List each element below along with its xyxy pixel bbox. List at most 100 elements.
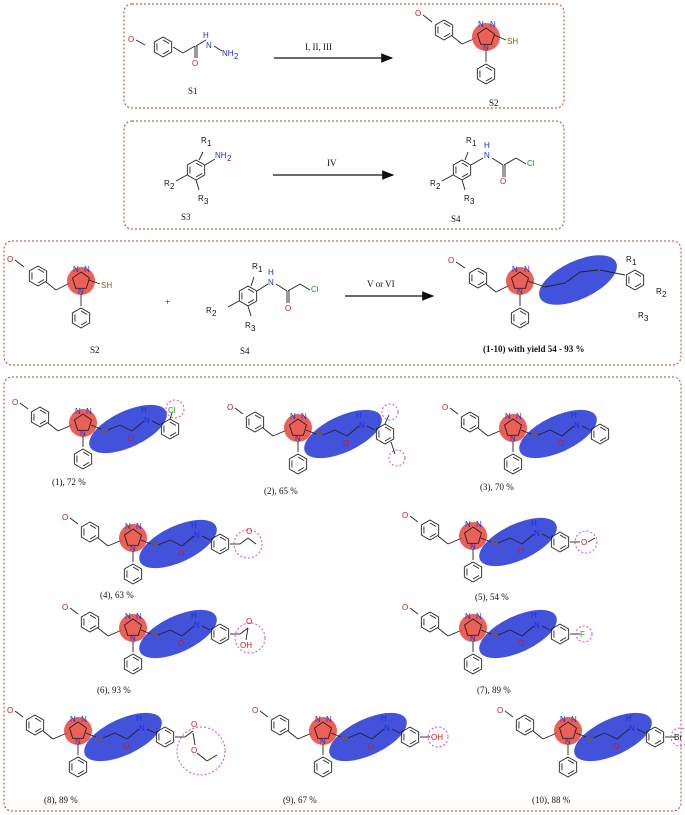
atom-sub-1: 1 [472,139,477,148]
atom-n: N [571,715,577,724]
box-step3 [3,240,682,366]
label-s4: S4 [451,214,461,224]
atom-n: N [483,43,489,52]
atom-o: O [368,742,374,751]
substituent-circle [381,403,399,421]
substituent-circle [165,399,185,419]
triazole-highlight [67,267,95,295]
atom-h: H [191,521,197,530]
benzene-ring [400,726,420,748]
atom-n: N [510,434,516,443]
atom-o: O [7,255,13,264]
atom-n: N [560,715,566,724]
atom-o: O [246,617,252,626]
substituent-circle [176,726,226,776]
atom-r2: R [656,287,662,296]
triazole-highlight [472,23,500,51]
atom-n: N [534,529,540,538]
structure-product-general: O N N N R 1 R 2 R 3 [448,255,667,329]
triazole-highlight [69,409,97,437]
atom-sub-1: 1 [632,258,637,267]
atom-n: N [512,265,518,274]
atom-o: O [7,706,13,715]
atom-sub-2: 2 [170,182,175,191]
atom-n: N [136,612,142,621]
atom-n: N [84,265,90,274]
atom-n: N [465,520,471,529]
compound-label: (10), 88 % [532,795,571,805]
atom-o: O [497,706,503,715]
benzene-ring [590,423,610,445]
atom-sh: SH [507,37,518,46]
compound-label: (2), 65 % [264,486,298,496]
atom-o: O [246,527,252,536]
atom-n: N [505,412,511,421]
structure-s3: R 1 NH 2 R 2 R 3 [164,136,232,206]
atom-r2: R [430,179,436,188]
benzene-ring [515,714,535,736]
atom-nh2: NH [222,49,234,58]
atom-n: N [320,737,326,746]
compound-label: (1), 72 % [52,477,86,487]
benzene-ring [550,531,570,553]
triazole-highlight [309,717,337,745]
benzene-ring [210,533,230,555]
atom-o: O [191,720,197,729]
atom-sub-2: 2 [662,290,667,299]
atom-h: H [626,714,632,723]
atom-r1: R [201,136,207,145]
atom-n: N [290,412,296,421]
atom-h: H [484,141,490,150]
atom-n: N [516,412,522,421]
benzene-ring [375,423,395,445]
atom-h: H [531,519,537,528]
triazole-highlight [459,522,487,550]
atom-o: O [252,706,258,715]
plus-sign: + [165,297,170,307]
benzene-ring [25,714,45,736]
atom-sub-2: 2 [212,309,217,318]
compound-label: (7), 89 % [477,685,511,695]
atom-o: O [12,398,18,407]
atom-h: H [191,611,197,620]
atom-n: N [70,715,76,724]
atom-r2: R [164,179,170,188]
conditions-step3: V or VI [367,279,395,289]
atom-o: O [123,742,129,751]
conditions-step1: I, II, III [305,42,332,52]
atom-o: O [558,439,564,448]
atom-n: N [268,278,274,287]
atom-sub-1: 1 [207,139,212,148]
benzene-ring [123,653,143,675]
atom-o: O [500,177,506,186]
benzene-ring [313,756,333,778]
atom-n: N [73,265,79,274]
atom-o: O [442,403,448,412]
benzene-ring [420,519,440,541]
atom-o: O [285,304,291,313]
atom-n: N [476,612,482,621]
benzene-ring [155,726,175,748]
substituent-circle [427,726,449,748]
benzene-ring [270,714,290,736]
compound-label: (8), 89 % [44,795,78,805]
atom-o: O [518,547,524,556]
atom-r1: R [466,136,472,145]
structure-s1: O O H N NH 2 [128,31,239,68]
atom-r3: R [245,321,251,330]
atom-s: S [532,431,537,440]
triazole-highlight [284,414,312,442]
atom-cl: Cl [168,406,176,415]
atom-n: N [206,41,212,50]
label-s4-reactant: S4 [240,346,250,356]
atom-n: N [86,407,92,416]
atom-n: N [130,634,136,643]
atom-n: N [130,544,136,553]
atom-n: N [490,20,496,29]
compound-label: (3), 70 % [480,482,514,492]
atom-n: N [194,531,200,540]
